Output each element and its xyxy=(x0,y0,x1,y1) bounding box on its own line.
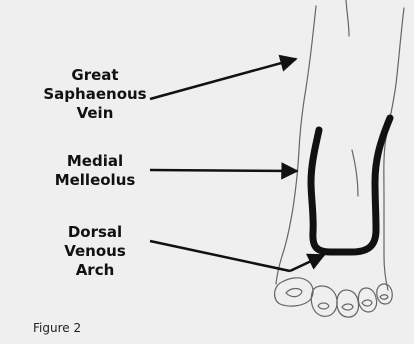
figure-caption: Figure 2 xyxy=(33,321,81,335)
label-line: Dorsal xyxy=(40,223,150,242)
leg-inner-contour xyxy=(346,0,349,36)
label-line: Vein xyxy=(40,104,150,123)
label-line: Melleolus xyxy=(40,171,150,190)
arrow-great-saphaenous-vein xyxy=(150,59,296,99)
label-line: Arch xyxy=(40,261,150,280)
toe-5-nail xyxy=(380,295,388,300)
toe-5 xyxy=(377,284,392,304)
label-line: Medial xyxy=(40,152,150,171)
label-great-saphaenous-vein: Great Saphaenous Vein xyxy=(40,66,150,123)
arrow-dorsal-venous-arch-2 xyxy=(290,255,324,271)
label-dorsal-venous-arch: Dorsal Venous Arch xyxy=(40,223,150,280)
big-toe xyxy=(275,278,313,306)
toe-3-nail xyxy=(342,304,353,310)
big-toe-nail xyxy=(286,289,302,297)
label-line: Venous xyxy=(40,242,150,261)
leg-outline-right xyxy=(384,8,404,290)
toe-2-nail xyxy=(318,303,329,309)
arrow-dorsal-venous-arch-1 xyxy=(150,241,290,271)
label-line: Great xyxy=(40,66,150,85)
vein-path xyxy=(311,118,390,252)
label-medial-melleolus: Medial Melleolus xyxy=(40,152,150,190)
toe-2 xyxy=(311,286,337,316)
label-line: Saphaenous xyxy=(40,85,150,104)
ankle-contour xyxy=(352,150,358,196)
arrow-medial-melleolus xyxy=(150,170,297,171)
toe-4-nail xyxy=(362,300,372,306)
